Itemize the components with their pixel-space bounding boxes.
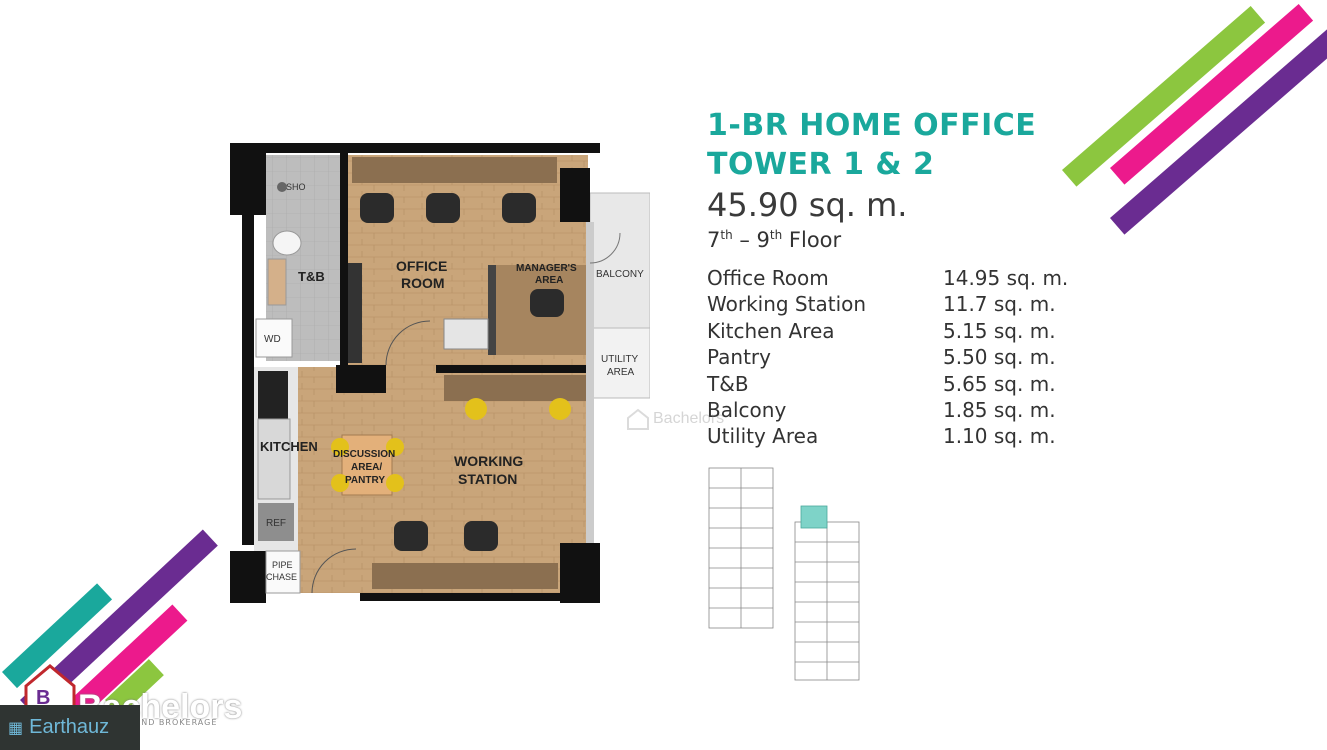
yellow-chair: [549, 398, 571, 420]
tower-title: TOWER 1 & 2: [707, 147, 935, 182]
manager-label-2: AREA: [535, 275, 563, 286]
manager-desk-edge: [488, 265, 496, 355]
pipe-label-2: CHASE: [266, 572, 297, 582]
tower-1-units: [709, 468, 773, 628]
desk-top: [352, 157, 557, 183]
highlighted-unit: [800, 505, 828, 529]
kitchen-counter: [257, 418, 291, 500]
svg-text:B: B: [36, 687, 50, 709]
utility-label-1: UTILITY: [601, 354, 639, 365]
ref-box: [258, 503, 294, 541]
yellow-chair: [386, 474, 404, 492]
bachelors-logo: B: [22, 662, 78, 714]
kitchen-label: KITCHEN: [260, 439, 318, 454]
grid-building-icon: ▦: [8, 718, 24, 737]
desk-bottom: [372, 563, 558, 589]
wall-mid-right: [436, 365, 586, 373]
shower-drain: [277, 182, 287, 192]
vanity: [267, 258, 287, 306]
wall-right: [586, 222, 594, 552]
pipe-label-1: PIPE: [272, 560, 293, 570]
door-entry: [311, 548, 357, 594]
yellow-chair: [386, 438, 404, 456]
key-plan: [708, 467, 860, 681]
discussion-label-3: PANTRY: [345, 475, 385, 486]
earthauz-label: Earthauz: [29, 716, 110, 738]
cabinet: [348, 263, 362, 363]
yellow-chair: [331, 438, 349, 456]
wall-left: [242, 215, 254, 545]
unit-title: 1-BR HOME OFFICE: [707, 108, 1037, 143]
yellow-chair: [331, 474, 349, 492]
tb-label: T&B: [298, 269, 325, 284]
chair: [502, 193, 536, 223]
balcony: [589, 192, 650, 329]
floor-plan: SHO T&B OFFICE ROOM MANAGER'S AREA BALCO…: [230, 143, 650, 603]
ref-label: REF: [266, 518, 286, 529]
earthauz-badge: ▦ Earthauz: [0, 705, 140, 750]
discussion-label-1: DISCUSSION: [333, 449, 395, 460]
balcony-label: BALCONY: [596, 269, 644, 280]
yellow-chair: [465, 398, 487, 420]
utility-area: [589, 327, 650, 399]
pipe-chase-box: [265, 550, 301, 594]
office-label-2: ROOM: [401, 275, 445, 291]
chair: [360, 193, 394, 223]
house-logo-icon: B: [24, 664, 76, 710]
chair: [426, 193, 460, 223]
chair: [394, 521, 428, 551]
working-label-2: STATION: [458, 471, 517, 487]
wall-top: [266, 143, 600, 153]
chair: [530, 289, 564, 317]
office-label-1: OFFICE: [396, 258, 447, 274]
stove: [258, 371, 288, 419]
watermark: Bachelors: [626, 408, 724, 430]
wd-label: WD: [264, 334, 281, 345]
wall-bl-col: [230, 551, 266, 603]
printer: [443, 318, 489, 350]
utility-label-2: AREA: [607, 367, 635, 378]
door-balcony: [589, 232, 621, 264]
discussion-label-2: AREA/: [351, 462, 382, 473]
working-label-1: WORKING: [454, 453, 523, 469]
wall-bottom: [360, 593, 600, 601]
desk-middle: [444, 375, 586, 401]
wall-outer-left: [230, 143, 266, 215]
discussion-table: [341, 434, 393, 496]
wd-box: [255, 318, 293, 358]
door-office: [385, 320, 431, 366]
tower-2-units: [795, 522, 859, 680]
chair: [464, 521, 498, 551]
wall-mid: [336, 365, 386, 393]
bachelors-logo-icon: [627, 408, 649, 430]
shower-label: SHO: [286, 182, 306, 192]
floor-range: 7th – 9th Floor: [707, 228, 842, 252]
bachelors-brand-sub: REALTY AND BROKERAGE: [96, 718, 218, 727]
green-stripe-top: [1062, 5, 1266, 187]
wall-bath: [340, 153, 348, 365]
toilet: [272, 230, 302, 256]
wall-tr-col: [560, 168, 590, 222]
manager-label-1: MANAGER'S: [516, 263, 577, 274]
total-area: 45.90 sq. m.: [707, 186, 908, 224]
